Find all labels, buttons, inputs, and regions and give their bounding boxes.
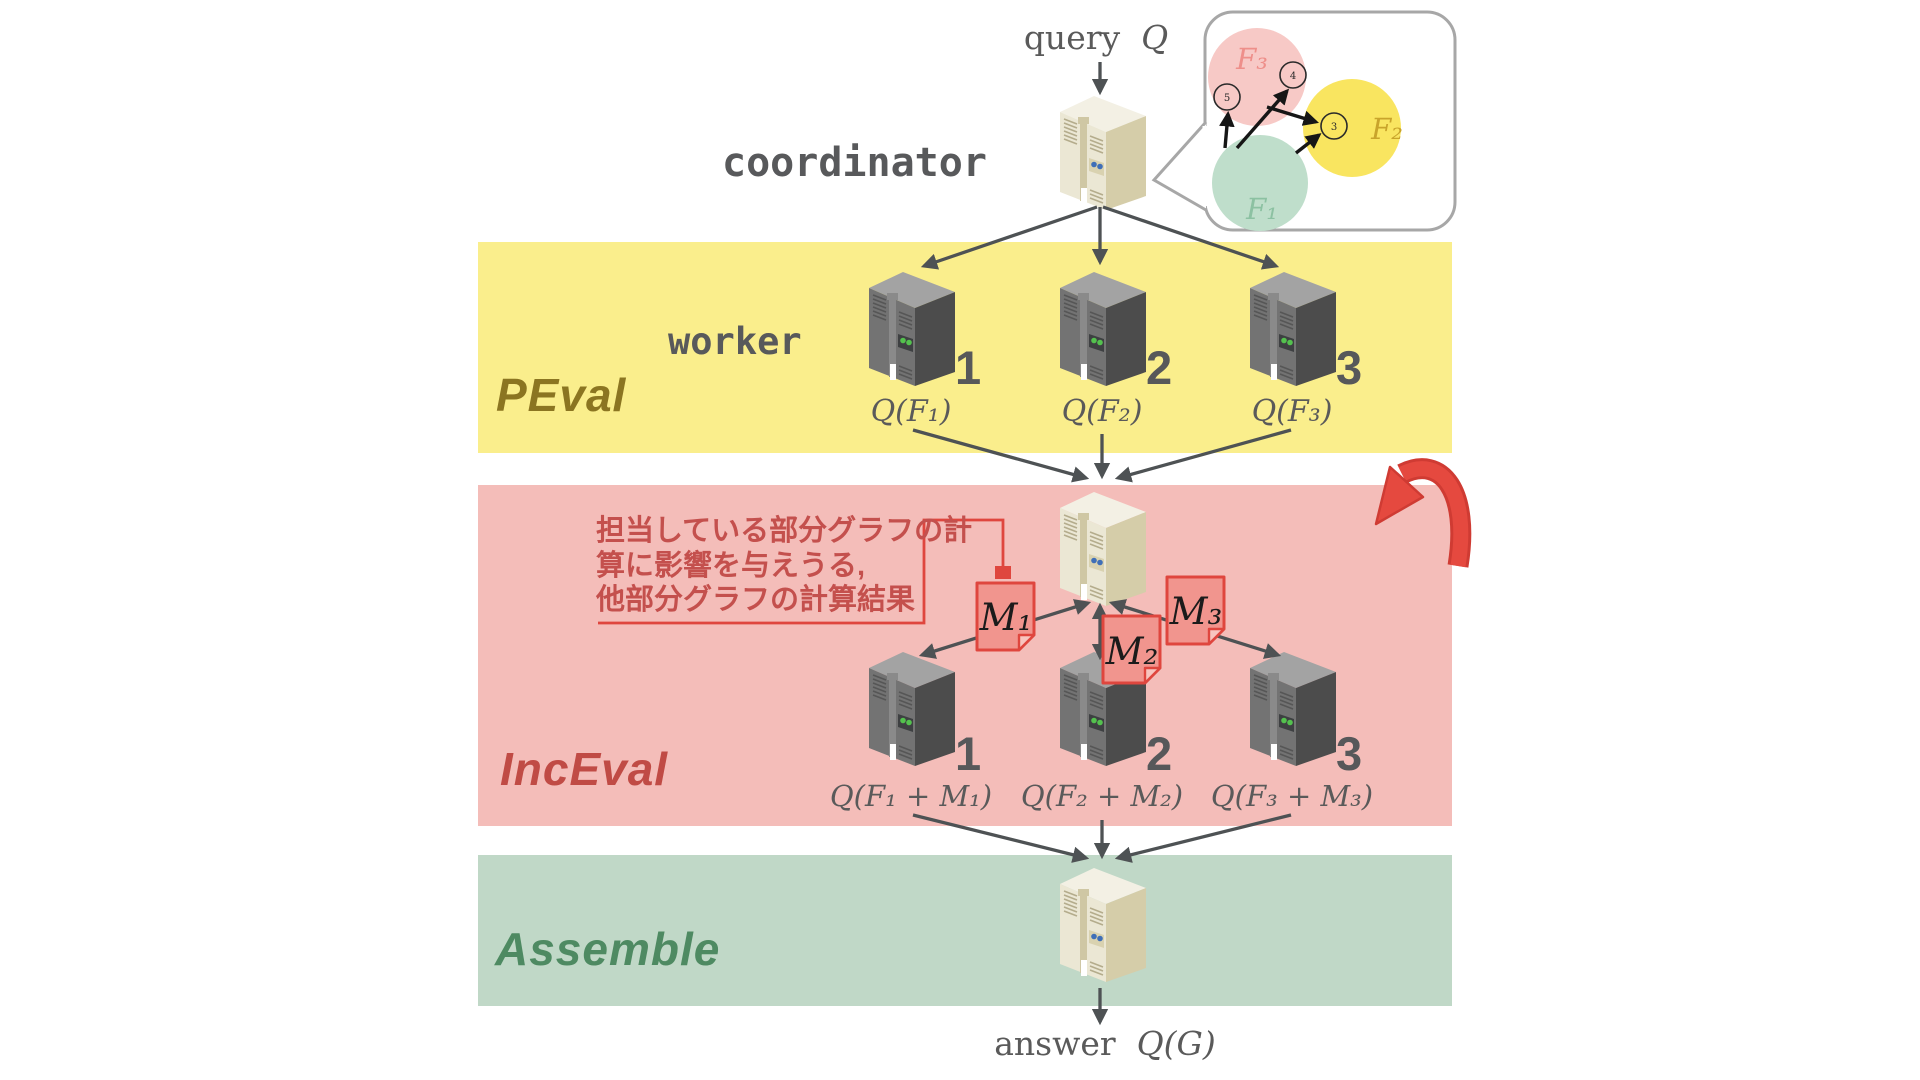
query-label: query Q [1024,18,1168,57]
message-m3-label: M₃ [1169,590,1223,633]
assemble-band [478,855,1452,1006]
worker-label: worker [668,320,802,363]
annotation-line-1: 担当している部分グラフの計 [596,515,973,547]
inceval-worker3-server-icon [1249,651,1337,767]
node-5-label: 5 [1224,93,1230,104]
bubble-tail [1151,120,1208,212]
annotation-connector [598,518,1011,625]
query-symbol: Q [1141,18,1169,57]
fragment-f1-label: F₁ [1246,192,1278,226]
peval-stage-label: PEval [496,369,627,421]
graph-node-3 [1320,112,1348,140]
answer-label: answer Q(G) [994,1024,1216,1063]
query-word: query [1023,18,1121,57]
node-3-label: 3 [1331,122,1337,133]
assemble-server-icon [1059,867,1147,983]
fragment-f2-circle [1303,79,1401,177]
inceval-worker2-result: Q(F₂ + M₂) [1020,779,1184,813]
inceval-worker3-result: Q(F₃ + M₃) [1210,779,1374,813]
peval-worker2-server-icon [1059,271,1147,387]
inceval-annotation: 担当している部分グラフの計 算に影響を与えうる, 他部分グラフの計算結果 [596,514,972,618]
fragment-f2-label: F₂ [1371,112,1403,146]
peval-worker3-number: 3 [1336,341,1363,394]
peval-worker1-server-icon [868,271,956,387]
coordinator-server-icon [1059,95,1147,211]
inceval-worker3-number: 3 [1336,727,1363,780]
peval-worker2-number: 2 [1146,341,1173,394]
inceval-worker2-number: 2 [1146,727,1173,780]
node-4-label: 4 [1290,71,1296,82]
answer-word: answer [994,1024,1116,1063]
inceval-coordinator-server-icon [1059,491,1147,607]
message-m2-label: M₂ [1105,630,1159,673]
message-m1-label: M₁ [979,596,1033,639]
fragment-f3-label: F₃ [1236,42,1268,76]
assemble-stage-label: Assemble [495,923,721,975]
peval-worker1-result: Q(F₁) [870,394,952,429]
graph-node-5 [1213,83,1241,111]
inceval-worker1-server-icon [868,651,956,767]
cross-fragment-edges [1219,88,1322,155]
fragment-f1-circle [1212,135,1308,231]
answer-symbol: Q(G) [1136,1024,1216,1063]
peval-worker1-number: 1 [955,341,982,394]
annotation-line-3: 他部分グラフの計算結果 [596,584,916,616]
peval-worker3-result: Q(F₃) [1251,394,1333,429]
iteration-loop-arrow [1374,458,1472,568]
inceval-worker1-result: Q(F₁ + M₁) [829,779,993,813]
inceval-stage-label: IncEval [500,743,669,795]
coordinator-label: coordinator [722,140,987,186]
annotation-line-2: 算に影響を与えうる, [596,549,866,582]
fragmentation-bubble: 5 4 3 [1151,10,1457,232]
peval-worker2-result: Q(F₂) [1061,394,1143,429]
peval-worker3-server-icon [1249,271,1337,387]
inceval-worker1-number: 1 [955,727,982,780]
graph-node-4 [1279,61,1307,89]
